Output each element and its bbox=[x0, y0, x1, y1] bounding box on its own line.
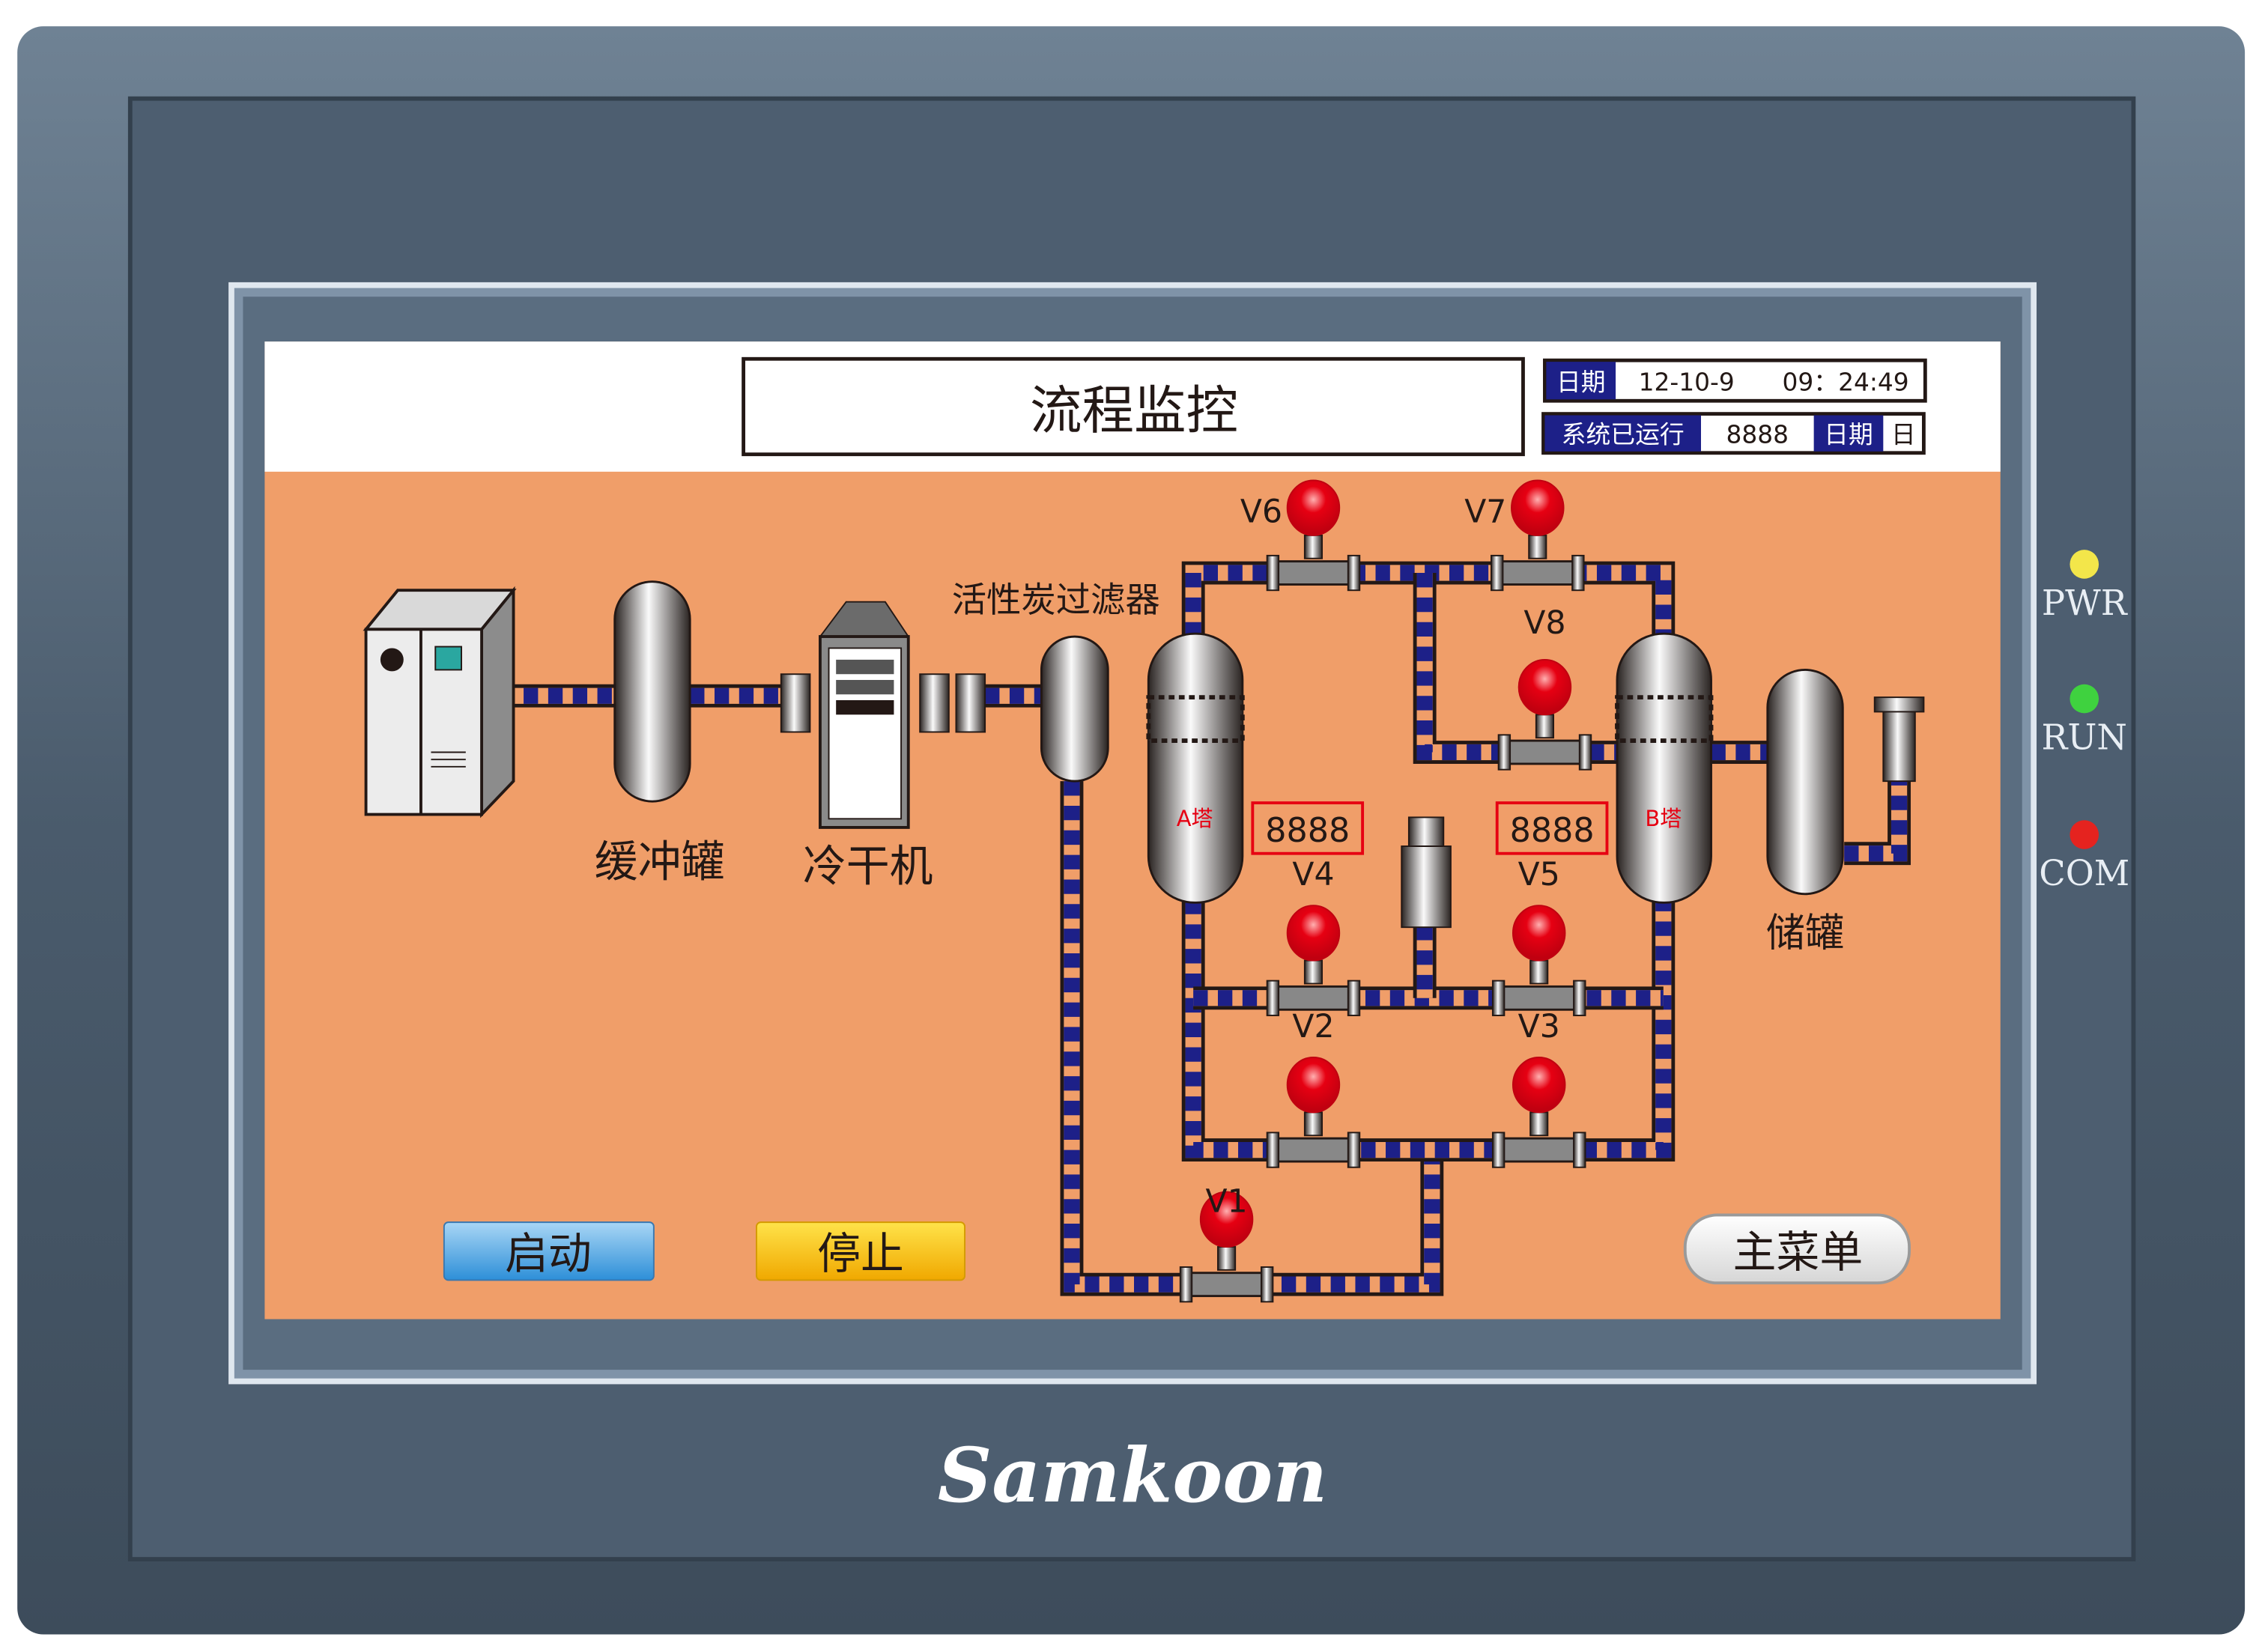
muffler-icon bbox=[1873, 696, 1925, 783]
main-menu-button[interactable]: 主菜单 bbox=[1683, 1213, 1911, 1285]
separator-icon bbox=[1401, 816, 1452, 929]
valve-v4[interactable]: V4 bbox=[1266, 857, 1361, 1016]
valve-label: V1 bbox=[1206, 1184, 1248, 1221]
valve-label: V5 bbox=[1518, 857, 1560, 893]
tower-b-readout: 8888 bbox=[1510, 812, 1595, 850]
page-title: 流程监控 bbox=[1030, 380, 1238, 441]
carbon-filter-label: 活性炭过滤器 bbox=[952, 580, 1160, 620]
valve-indicator-icon bbox=[1286, 479, 1341, 536]
pipe-segment bbox=[1181, 899, 1676, 1162]
carbon-filter-icon bbox=[1040, 635, 1109, 783]
valve-label: V3 bbox=[1518, 1009, 1560, 1045]
led-label: RUN bbox=[2042, 717, 2127, 758]
start-button-label: 启动 bbox=[505, 1228, 592, 1279]
air-compressor-icon bbox=[363, 586, 517, 819]
tower-b-icon bbox=[1615, 632, 1714, 904]
tower-a-label: A塔 bbox=[1177, 806, 1213, 831]
led-com-icon bbox=[2070, 820, 2099, 849]
stop-button-label: 停止 bbox=[817, 1228, 904, 1279]
valve-v8[interactable]: V8 bbox=[1497, 605, 1592, 771]
tower-a-readout: 8888 bbox=[1265, 812, 1350, 850]
date-label: 日期 bbox=[1556, 368, 1606, 397]
valve-v2[interactable]: V2 bbox=[1266, 1009, 1361, 1168]
main-menu-button-label: 主菜单 bbox=[1732, 1227, 1863, 1278]
start-button[interactable]: 启动 bbox=[443, 1221, 655, 1281]
runtime-unit: 日 bbox=[1891, 420, 1916, 449]
storage-tank-label: 储罐 bbox=[1766, 911, 1844, 956]
time-value: 09：24:49 bbox=[1783, 368, 1909, 397]
valve-label: V7 bbox=[1464, 494, 1506, 530]
valve-v1[interactable]: V1 bbox=[1179, 1184, 1274, 1303]
tower-a-readout-box bbox=[1251, 801, 1365, 855]
runtime-display: 系统已运行 8888 日期 日 bbox=[1541, 412, 1926, 455]
tower-b-readout-box bbox=[1495, 801, 1609, 855]
valve-label: V8 bbox=[1523, 605, 1565, 642]
valve-indicator-icon bbox=[1286, 905, 1341, 962]
led-pwr-icon bbox=[2070, 550, 2099, 579]
brand-logo: Samkoon bbox=[938, 1431, 1327, 1519]
valve-label: V4 bbox=[1292, 857, 1334, 893]
valve-indicator-icon bbox=[1511, 479, 1565, 536]
runtime-unit-label: 日期 bbox=[1824, 420, 1873, 449]
status-leds: PWR RUN COM bbox=[2039, 550, 2129, 893]
dryer-label: 冷干机 bbox=[803, 840, 933, 891]
date-value: 12-10-9 bbox=[1639, 368, 1735, 397]
buffer-tank-icon bbox=[613, 580, 691, 803]
valve-v6[interactable]: V6 bbox=[1240, 479, 1361, 592]
valve-v5[interactable]: V5 bbox=[1491, 857, 1586, 1016]
valve-v7[interactable]: V7 bbox=[1464, 479, 1585, 592]
led-label: PWR bbox=[2042, 583, 2128, 623]
storage-tank-icon bbox=[1766, 668, 1844, 896]
valve-indicator-icon bbox=[1512, 1057, 1566, 1114]
dryer-icon bbox=[780, 601, 986, 829]
date-display: 日期 12-10-9 09：24:49 bbox=[1543, 358, 1927, 403]
led-run-icon bbox=[2070, 684, 2099, 714]
stop-button[interactable]: 停止 bbox=[756, 1221, 966, 1281]
valve-label: V2 bbox=[1292, 1009, 1334, 1045]
runtime-value: 8888 bbox=[1726, 420, 1789, 449]
pipe-segment bbox=[1844, 781, 1911, 866]
valve-indicator-icon bbox=[1512, 905, 1566, 962]
valve-indicator-icon bbox=[1286, 1057, 1341, 1114]
runtime-label: 系统已运行 bbox=[1562, 420, 1685, 449]
valve-v3[interactable]: V3 bbox=[1491, 1009, 1586, 1168]
valve-indicator-icon bbox=[1199, 1191, 1254, 1248]
tower-a-icon bbox=[1146, 632, 1245, 904]
buffer-tank-label: 缓冲罐 bbox=[595, 836, 725, 887]
valve-label: V6 bbox=[1240, 494, 1282, 530]
title-box bbox=[742, 356, 1525, 457]
tower-b-label: B塔 bbox=[1645, 806, 1682, 831]
led-label: COM bbox=[2039, 853, 2129, 893]
valve-indicator-icon bbox=[1517, 658, 1572, 716]
hmi-screen bbox=[264, 341, 2001, 1320]
